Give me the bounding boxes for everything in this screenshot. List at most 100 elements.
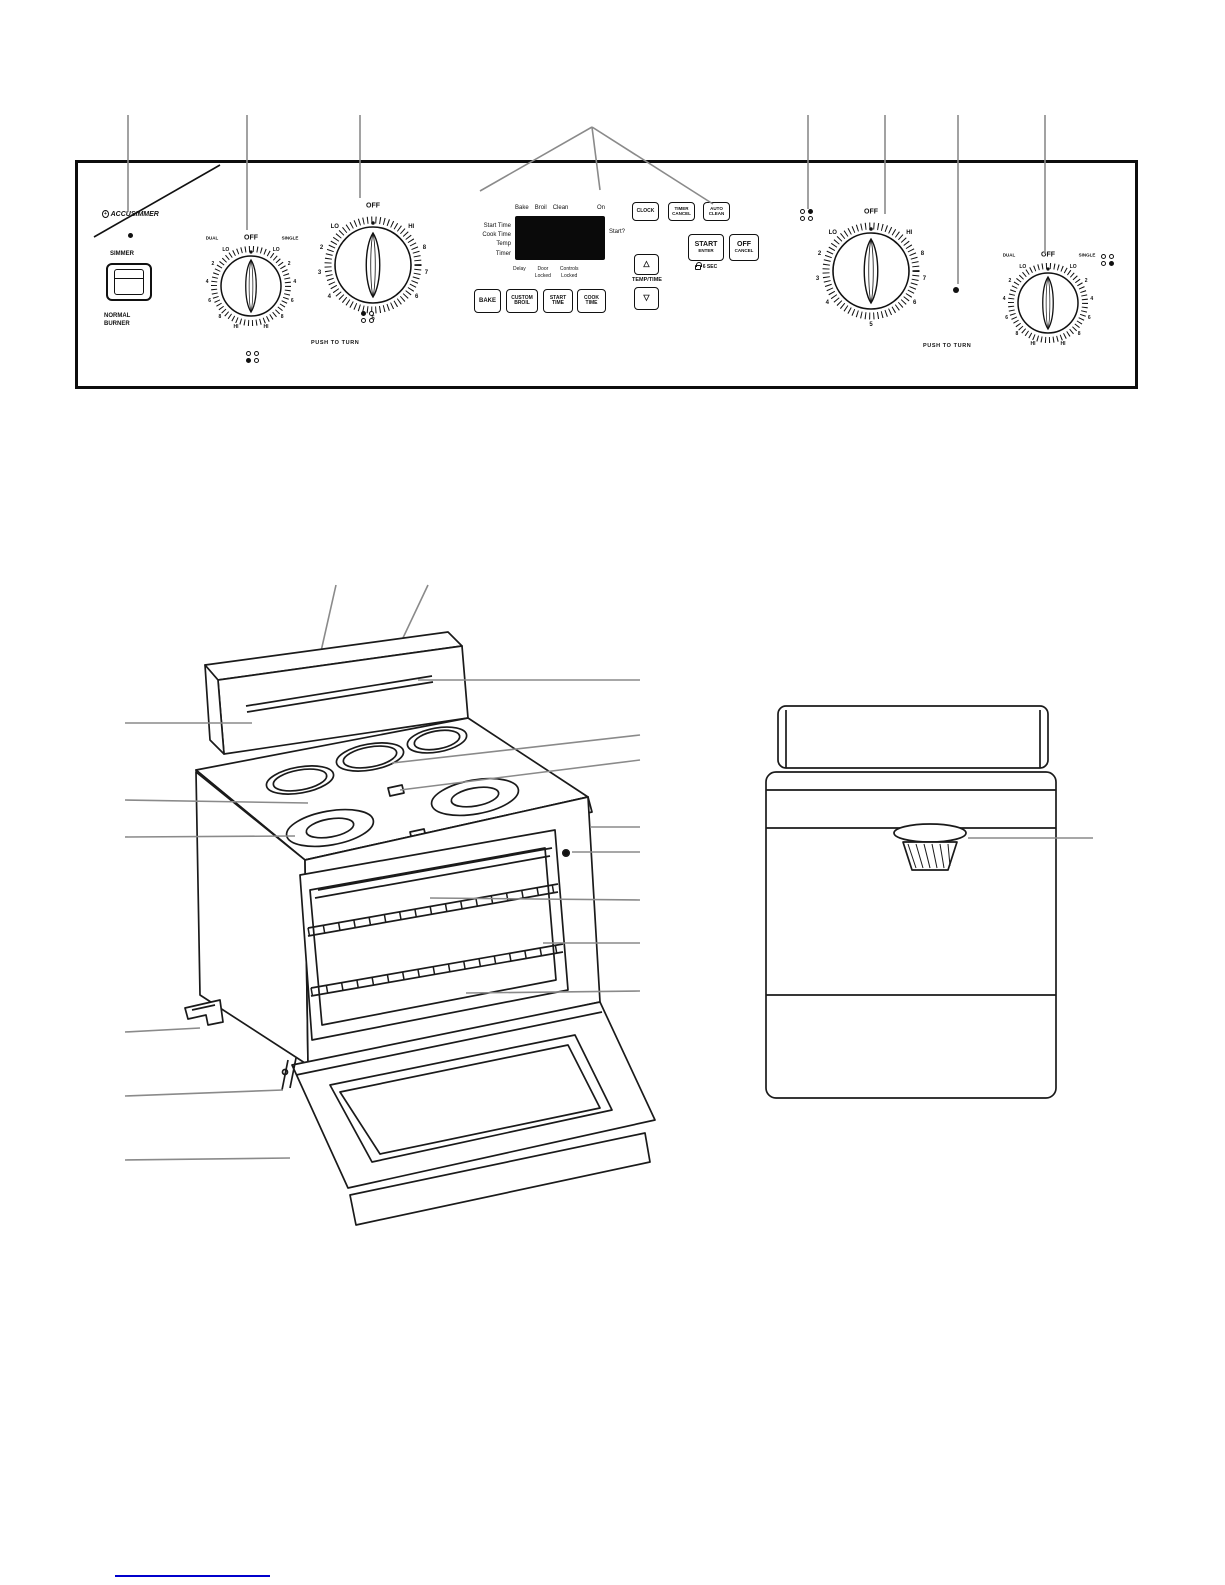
dual-surface-element-inner [450,786,500,808]
knob-dial [211,246,291,326]
knob-dial [1008,263,1088,343]
oven-vent-slot [245,675,433,707]
knob-scale-number: 2 [817,251,822,258]
knob-scale-number: 2 [1008,278,1012,284]
accusimmer-title: ACCUSIMMER [110,211,159,218]
knob-single-label: SINGLE [281,235,299,241]
backguard-rear [777,705,1049,769]
auto-clean-button: AUTO CLEAN [703,202,730,221]
knob-scale-number: 6 [1005,315,1009,321]
indicator-dot [1101,261,1106,266]
knob-scale-number: 8 [1077,331,1081,337]
knob-scale-number: 3 [815,276,820,283]
oven-vent-hatching [907,843,951,869]
indicator-dot-on [246,358,251,363]
broil-element [314,847,553,899]
knob-hi-label: HI [233,324,239,330]
backguard-side [204,664,225,755]
accusimmer-title-row: + ACCUSIMMER [102,210,159,218]
indicator-dot [808,216,813,221]
knob-scale-number: 2 [287,261,291,267]
knob-single-label: SINGLE [1078,252,1096,258]
indicator-dot-on [361,311,366,316]
surface-element-inner [272,768,328,792]
simmer-label: SIMMER [110,251,134,257]
hot-surface-light-window [387,784,405,797]
off-cancel-button: OFF CANCEL [729,234,759,261]
knob-scale-number: 6 [415,293,419,300]
indicator-dot [246,351,251,356]
temp-time-down-button: ▽ [634,287,659,310]
knob-scale-number: 8 [280,314,284,320]
start-time-button: START TIME [543,289,573,313]
knob-scale-number: 2 [319,245,324,252]
simmer-switch-rocker-split [115,270,143,279]
indicator-dot [1101,254,1106,259]
knob-scale-number: 7 [922,276,927,283]
door-locked-indicator-label: Door Locked [534,266,551,279]
knob-scale-number: 2 [1084,278,1088,284]
knob-hi-label: HI [263,324,269,330]
knob-lo-label: LO [272,247,280,253]
start-question-label: Start? [609,229,626,235]
knob-off-label: OFF [864,208,878,216]
knob-lo-label: LO [1019,264,1027,270]
delay-indicator-label: Delay [513,266,526,272]
indicator-dot [254,358,259,363]
on-indicator-label: On [596,205,605,211]
temp-indicator-label: Temp [496,241,511,248]
knob-dial [822,222,920,320]
cook-time-button: COOK TIME [577,289,606,313]
range-body-rear [765,771,1057,1099]
dual-surface-element-inner [305,817,355,839]
knob-scale-number: 4 [825,299,829,306]
cancel-button-sublabel: CANCEL [734,247,754,253]
accusimmer-indicator-light [128,233,133,238]
timer-indicator-label: Timer [495,250,511,257]
temp-time-label: TEMP/TIME [632,277,662,283]
knob-off-label: OFF [244,234,258,242]
surface-element [406,726,468,754]
knob-scale-number: 4 [327,293,331,300]
down-arrow-icon: ▽ [643,293,650,303]
knob-scale-number: 4 [1002,296,1006,302]
knob-lo-label: LO [330,224,339,230]
oven-rack-lower [310,943,564,997]
callout-lines-left [124,722,309,1161]
knob-hi-label: HI [906,230,913,236]
indicator-dot-on [1109,261,1114,266]
temp-time-up-button: △ [634,254,659,275]
surface-element-inner [342,745,398,769]
dual-element-knob-right: OFF DUAL SINGLE LO 2 4 6 8 HI LO 2 4 6 8… [983,243,1113,355]
knob-scale-number: 6 [208,298,212,304]
clock-button: CLOCK [632,202,659,221]
display-bottom-labels: Delay Door Locked Controls Locked [513,266,617,279]
push-to-turn-label: PUSH TO TURN [923,343,972,349]
accusimmer-icon: + [102,210,109,218]
oven-door-window [329,1034,613,1163]
knob-hi-label: HI [1030,341,1036,347]
indicator-dot [800,216,805,221]
accusimmer-divider-line [93,164,221,238]
push-to-turn-label: PUSH TO TURN [311,340,360,346]
knob-hi-label: HI [408,224,415,230]
off-button-label: OFF [737,241,751,249]
timer-cancel-button: TIMER CANCEL [668,202,695,221]
surface-element [265,765,335,795]
oven-light [561,848,571,858]
dual-element-knob-left: OFF DUAL SINGLE LO 2 4 6 8 HI LO 2 4 6 8… [186,226,316,338]
knob-dual-label: DUAL [1002,252,1016,258]
knob-scale-number: 6 [913,299,917,306]
indicator-dot [1109,254,1114,259]
bake-button: BAKE [474,289,501,313]
indicator-dot-on [808,209,813,214]
hot-surface-indicator-light [953,287,959,293]
knob-dial [324,216,422,314]
up-arrow-icon: △ [643,259,650,269]
knob-scale-number: 4 [1090,296,1094,302]
anti-tip-bracket [184,999,224,1026]
knob-scale-number: 7 [424,270,429,277]
cook-time-indicator-label: Cook Time [482,232,511,239]
start-button-label: START [694,241,718,249]
control-panel-diagram: + ACCUSIMMER SIMMER NORMAL BURNER OFF DU… [75,160,1138,389]
